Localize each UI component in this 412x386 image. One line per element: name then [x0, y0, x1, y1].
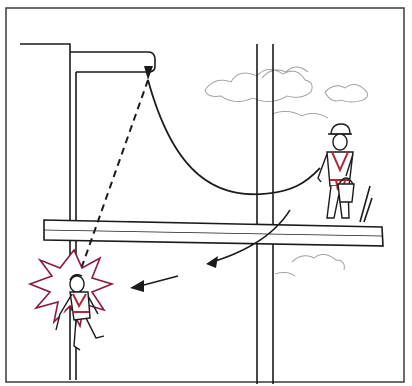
arrowhead-upper	[206, 256, 218, 268]
tool-handle	[360, 186, 372, 222]
anchor-hook	[144, 66, 153, 80]
swing-lifeline-dashed	[80, 80, 148, 272]
standing-worker	[318, 124, 353, 218]
arrowhead-lower	[130, 280, 144, 292]
overhead-anchor-beam	[70, 52, 155, 72]
swing-trajectory-arrows	[140, 210, 290, 286]
building-wall	[20, 44, 76, 380]
steel-column	[257, 44, 273, 384]
